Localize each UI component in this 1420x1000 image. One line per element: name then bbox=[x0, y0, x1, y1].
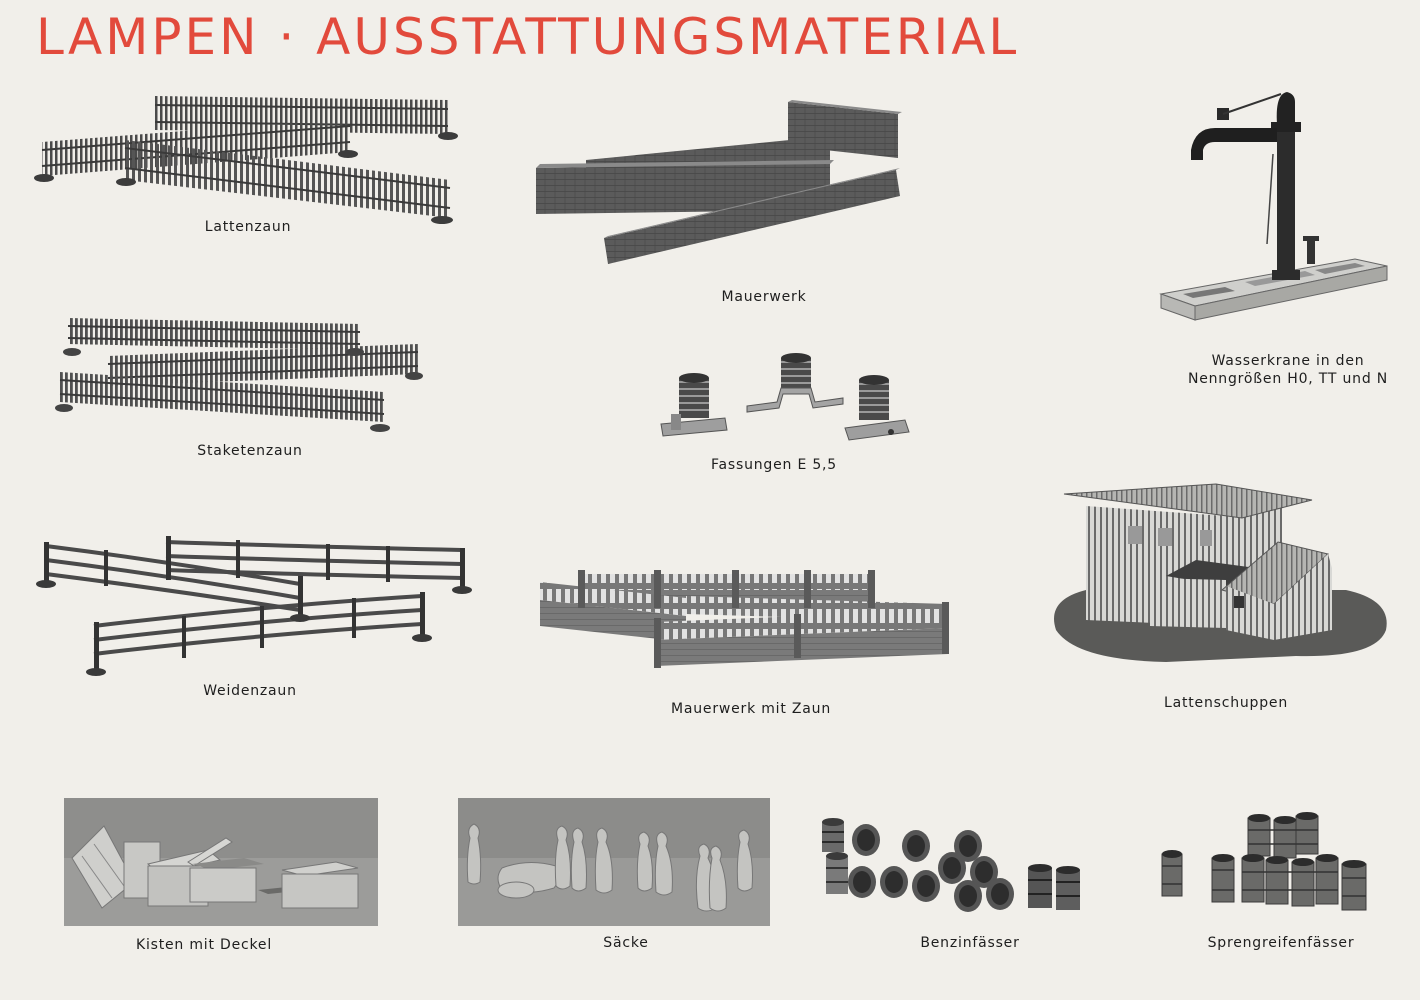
mauerwerk-caption: Mauerwerk bbox=[721, 289, 807, 305]
kisten-caption: Kisten mit Deckel bbox=[135, 937, 273, 953]
sprengreifenfaesser-image bbox=[1156, 810, 1386, 922]
mauerwerk-image bbox=[530, 96, 950, 276]
fassungen-image bbox=[655, 352, 935, 442]
wasserkrane-caption-line2: Nenngrößen H0, TT und N bbox=[1187, 371, 1389, 387]
lattenzaun-caption: Lattenzaun bbox=[204, 219, 292, 235]
benzinfaesser-image bbox=[822, 818, 1088, 922]
lattenschuppen-image bbox=[1046, 480, 1392, 670]
mauerwerk-zaun-caption: Mauerwerk mit Zaun bbox=[670, 701, 832, 717]
mauerwerk-zaun-image bbox=[536, 566, 966, 676]
lattenzaun-image bbox=[30, 90, 470, 240]
sprengreifenfaesser-caption: Sprengreifenfässer bbox=[1207, 935, 1355, 951]
staketenzaun-image bbox=[50, 310, 423, 440]
saecke-photo bbox=[458, 798, 770, 926]
staketenzaun-caption: Staketenzaun bbox=[197, 443, 303, 459]
wasserkrane-caption-line1: Wasserkrane in den bbox=[1211, 353, 1365, 369]
wasserkrane-caption: Wasserkrane in den Nenngrößen H0, TT und… bbox=[1170, 352, 1406, 388]
saecke-caption: Säcke bbox=[603, 935, 649, 951]
wasserkrane-image bbox=[1155, 92, 1395, 324]
weidenzaun-caption: Weidenzaun bbox=[203, 683, 297, 699]
kisten-photo bbox=[64, 798, 378, 926]
page-title: LAMPEN · AUSSTATTUNGSMATERIAL bbox=[36, 8, 1020, 66]
benzinfaesser-caption: Benzinfässer bbox=[920, 935, 1020, 951]
lattenschuppen-caption: Lattenschuppen bbox=[1163, 695, 1289, 711]
fassungen-caption: Fassungen E 5,5 bbox=[710, 457, 838, 473]
weidenzaun-image bbox=[32, 532, 482, 682]
